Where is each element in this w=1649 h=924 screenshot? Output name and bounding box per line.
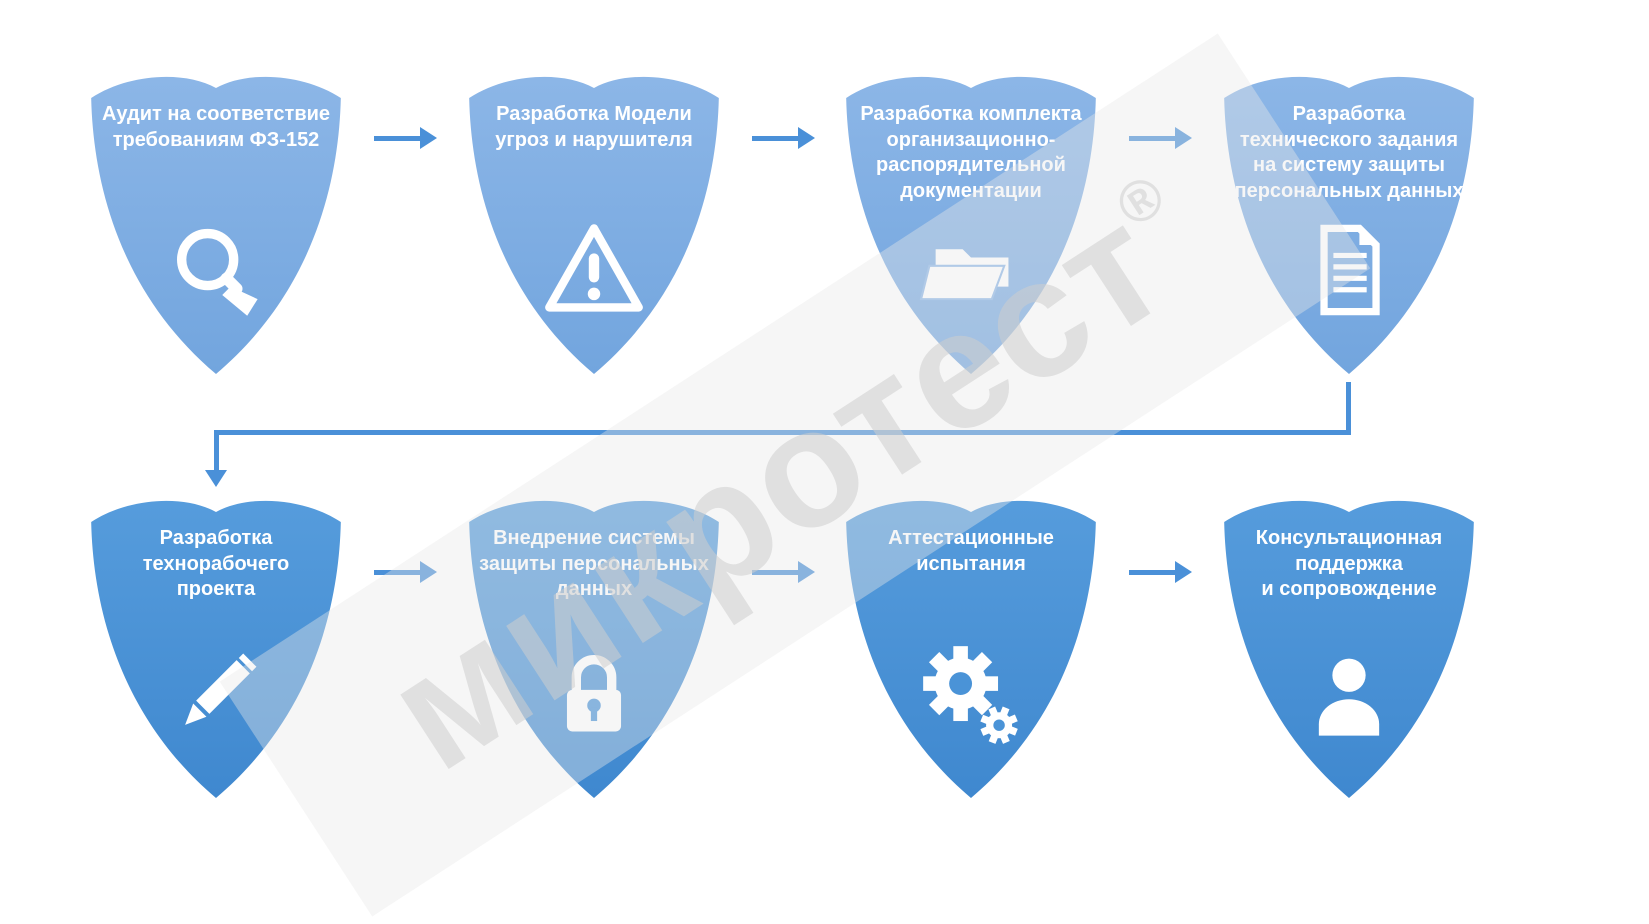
shield-step-3: Разработка комплекта организационно- рас…: [820, 68, 1122, 388]
shield-title: Консультационная поддержка и сопровожден…: [1255, 527, 1443, 601]
magnifier-icon: [164, 218, 268, 322]
shield-step-7: Аттестационные испытания: [820, 492, 1122, 812]
pencil-icon: [164, 642, 268, 746]
shield-title: Разработка технорабочего проекта: [142, 527, 290, 601]
shield-title: Аттестационные испытания: [888, 527, 1054, 575]
shield-title: Внедрение системы защиты персональных да…: [479, 527, 709, 601]
shield-title: Разработка комплекта организационно- рас…: [860, 103, 1082, 202]
arrow-step3-to-step4: [1129, 127, 1192, 149]
warning-triangle-icon: [542, 218, 646, 322]
shield-shape: [846, 76, 1096, 374]
shield-step-4: Разработка технического задания на систе…: [1198, 68, 1500, 388]
shield-step-6: Внедрение системы защиты персональных да…: [443, 492, 745, 812]
arrow-step1-to-step2: [374, 127, 437, 149]
shield-title: Аудит на соответствие требованиям ФЗ-152: [101, 103, 331, 151]
shield-title: Разработка Модели угроз и нарушителя: [495, 103, 693, 151]
lock-icon: [542, 642, 646, 746]
arrow-step5-to-step6: [374, 561, 437, 583]
connector-step5-drop: [214, 430, 219, 472]
shield-shape: [91, 76, 341, 374]
shield-step-8: Консультационная поддержка и сопровожден…: [1198, 492, 1500, 812]
connector-horizontal: [214, 430, 1351, 435]
arrow-step7-to-step8: [1129, 561, 1192, 583]
shield-shape: [469, 500, 719, 798]
shield-step-2: Разработка Модели угроз и нарушителя: [443, 68, 745, 388]
folder-icon: [919, 218, 1023, 322]
connector-step4-drop: [1346, 382, 1351, 435]
gears-icon: [919, 642, 1023, 746]
document-icon: [1297, 218, 1401, 322]
arrow-step2-to-step3: [752, 127, 815, 149]
shield-shape: [1224, 500, 1474, 798]
arrow-step6-to-step7: [752, 561, 815, 583]
shield-shape: [846, 500, 1096, 798]
person-icon: [1297, 642, 1401, 746]
shield-shape: [91, 500, 341, 798]
arrow-step4-to-step5: [205, 470, 227, 487]
shield-title: Разработка технического задания на систе…: [1234, 103, 1464, 202]
shield-step-5: Разработка технорабочего проекта: [65, 492, 367, 812]
shield-step-1: Аудит на соответствие требованиям ФЗ-152: [65, 68, 367, 388]
